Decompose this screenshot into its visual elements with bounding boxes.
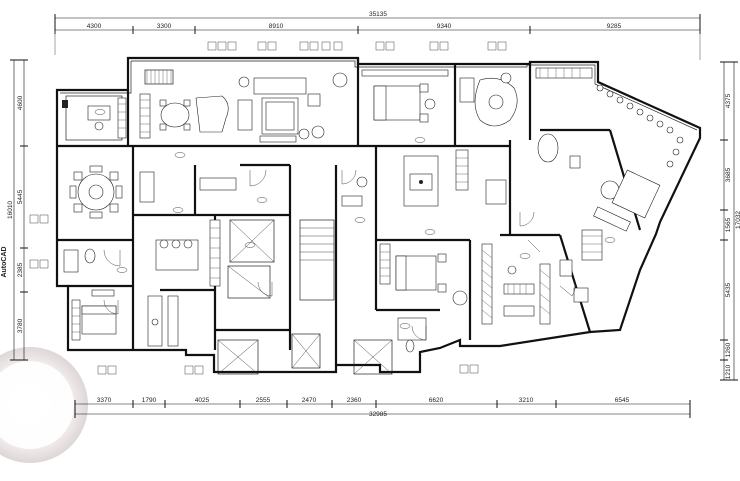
bottom-dimension-5: 2470 <box>302 397 317 404</box>
top-dimension-1: 4300 <box>87 23 102 30</box>
left-dimension-1: 4600 <box>17 95 24 110</box>
room-markers <box>94 109 616 329</box>
top-dimension-4: 9340 <box>437 23 452 30</box>
bedroom-southwest <box>63 248 117 341</box>
top-dimension-2: 3300 <box>157 23 172 30</box>
top-dimension-5: 9285 <box>607 23 622 30</box>
bottom-dimension-2: 1790 <box>142 397 157 404</box>
bedroom-south-center <box>379 243 468 353</box>
bottom-dimension-4: 2555 <box>256 397 271 404</box>
right-overall-dimension: 17032 <box>735 211 740 229</box>
bedroom-north <box>361 69 518 127</box>
bottom-dimension-3: 4025 <box>195 397 210 404</box>
central-hall <box>341 149 507 207</box>
kitchen <box>147 177 237 347</box>
dining-room <box>69 165 155 219</box>
bottom-dimension-9: 6545 <box>615 397 630 404</box>
top-overall-dimension: 35135 <box>369 11 387 18</box>
right-dimension-5: 1260 <box>725 342 732 357</box>
northeast-balcony <box>535 67 684 169</box>
bottom-overall-dimension: 32985 <box>369 411 387 418</box>
right-dimension-3: 1565 <box>725 217 732 232</box>
right-dimension-6: 1210 <box>725 364 732 379</box>
living-room <box>139 72 348 143</box>
bedroom-southeast <box>559 169 661 303</box>
bottom-dimension-8: 3210 <box>519 397 534 404</box>
bottom-dimension-6: 2360 <box>347 397 362 404</box>
bottom-dimension-7: 6620 <box>429 397 444 404</box>
walk-in-closet <box>481 243 551 325</box>
right-dimension-chain: 4375 3685 1565 5435 1260 1210 17032 <box>720 61 740 381</box>
top-dimension-chain: 35135 4300 3300 8910 9340 9285 <box>54 11 701 60</box>
left-dimension-3: 2385 <box>17 262 24 277</box>
bottom-dimension-1: 3370 <box>97 397 112 404</box>
right-dimension-1: 4375 <box>725 93 732 108</box>
left-dimension-4: 3780 <box>17 318 24 333</box>
outer-walls <box>55 56 702 374</box>
window-marks <box>29 41 507 375</box>
bottom-dimension-chain: 3370 1790 4025 2555 2470 2360 6620 3210 … <box>74 397 691 418</box>
right-dimension-2: 3685 <box>725 167 732 182</box>
side-label: AutoCAD <box>1 246 8 277</box>
left-dimension-2: 5445 <box>17 189 24 204</box>
left-overall-dimension: 16010 <box>7 201 14 219</box>
study-room <box>62 95 127 141</box>
watermark-shape <box>0 347 88 463</box>
top-dimension-3: 8910 <box>269 23 284 30</box>
building-core <box>217 219 393 375</box>
left-dimension-chain: 4600 5445 2385 3780 16010 AutoCAD <box>1 59 28 361</box>
door-swings <box>103 169 576 341</box>
interior-walls <box>57 58 642 365</box>
right-dimension-4: 5435 <box>725 282 732 297</box>
